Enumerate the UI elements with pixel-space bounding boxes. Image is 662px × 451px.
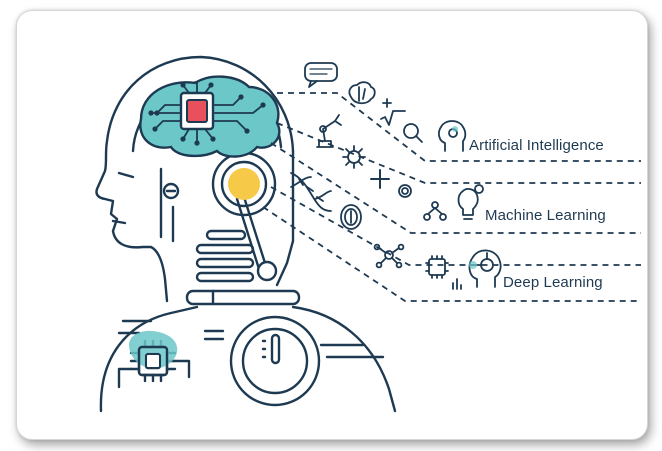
- dash-ai-top: [277, 92, 641, 162]
- label-machine-learning: Machine Learning: [485, 207, 606, 224]
- plus-icon: [370, 169, 390, 189]
- torso-outline: [99, 305, 199, 413]
- brain-icon: [348, 81, 376, 105]
- ear-inner-ring: [220, 160, 268, 208]
- chest-dial-outer: [229, 315, 321, 407]
- label-deep-learning: Deep Learning: [503, 274, 603, 291]
- dash-ai-bottom: [276, 122, 641, 184]
- head-circuit-icon: [468, 249, 502, 288]
- neck-outline: [275, 149, 295, 287]
- dna-icon: [290, 172, 332, 212]
- fingerprint-icon: [340, 204, 362, 230]
- ear-rod: [242, 195, 267, 265]
- dash-dl-bottom: [262, 206, 641, 302]
- brain-chip-core: [186, 99, 208, 123]
- ear-core: [228, 168, 260, 200]
- gear-icon: [342, 145, 366, 169]
- image-frame: Artificial Intelligence Machine Learning…: [16, 10, 648, 440]
- collar: [185, 289, 301, 306]
- robot-arm-icon: [316, 114, 342, 148]
- lightbulb-gear-icon: [457, 184, 484, 220]
- molecule-icon: [373, 243, 405, 269]
- ai-illustration: [95, 55, 641, 413]
- dash-dl-top: [270, 186, 641, 266]
- speech-bubble-icon: [304, 62, 338, 88]
- head-profile: [95, 55, 295, 303]
- network-tree-icon: [423, 201, 447, 221]
- neck-ball: [256, 260, 278, 282]
- magnifier-icon: [403, 123, 423, 143]
- math-symbols-icon: [380, 98, 406, 126]
- bar-chart-icon: [452, 278, 462, 290]
- head-gear-icon: [438, 120, 467, 152]
- ring-icon: [398, 184, 412, 198]
- chip-icon: [425, 255, 449, 279]
- chest-dial-inner: [241, 327, 309, 395]
- label-artificial-intelligence: Artificial Intelligence: [469, 137, 604, 154]
- dash-ml: [270, 142, 641, 234]
